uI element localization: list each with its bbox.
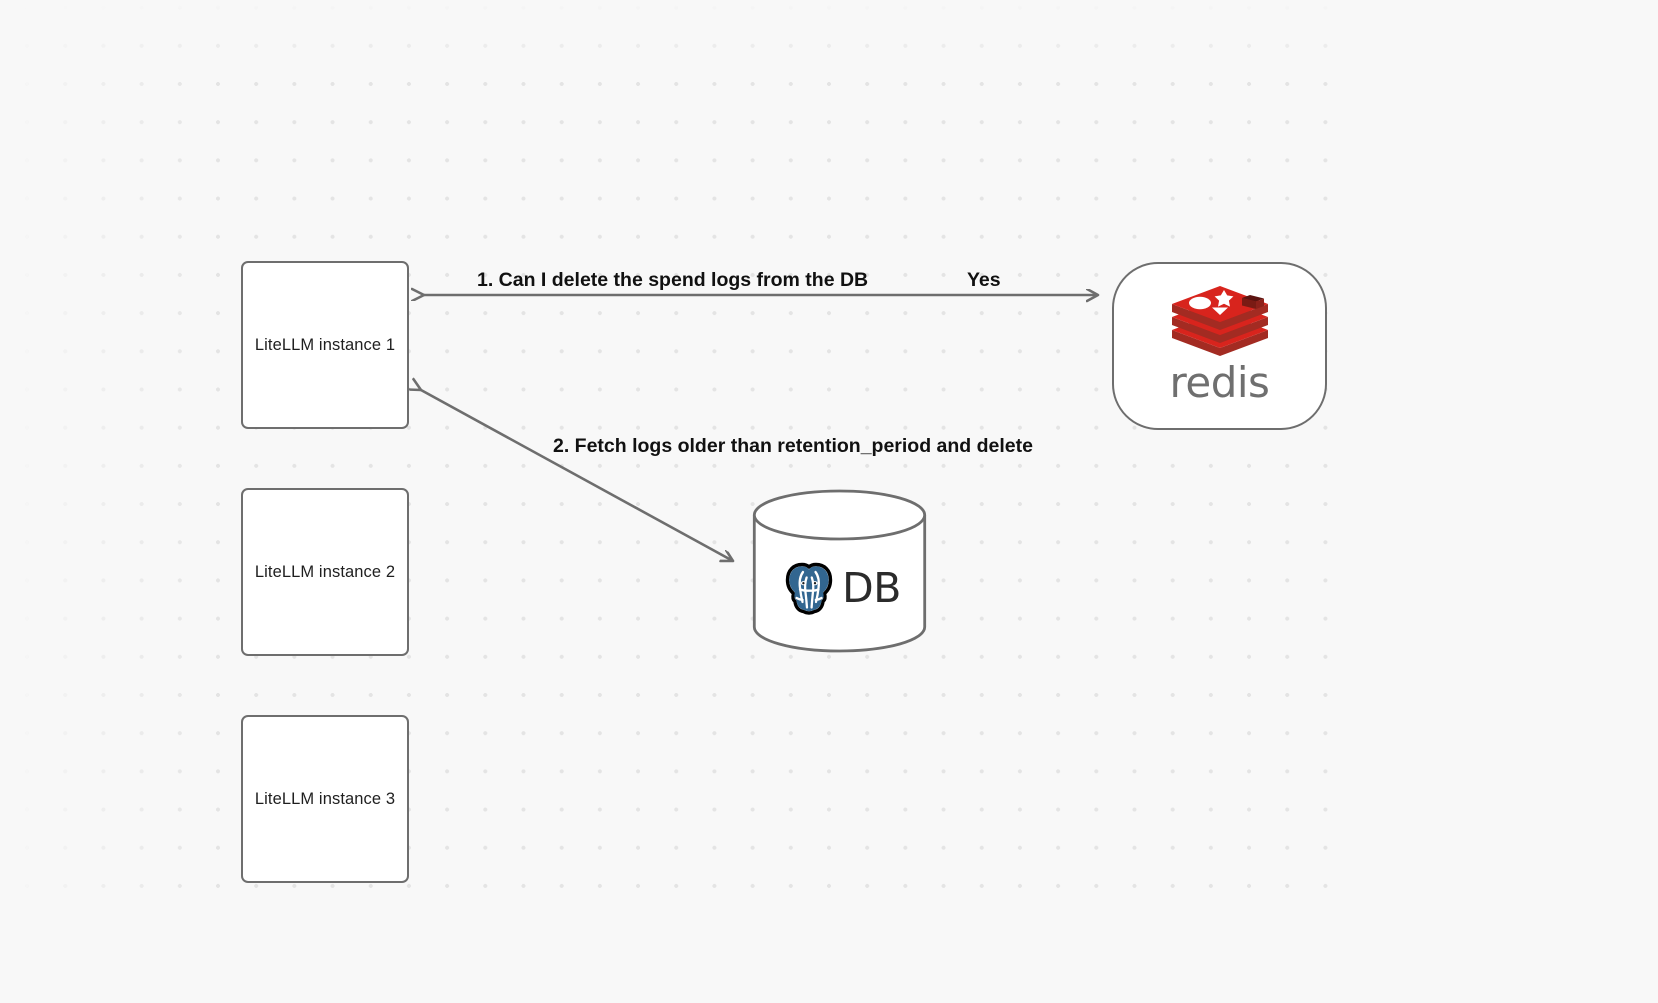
db-label: DB [842, 563, 901, 612]
node-db[interactable]: DB [752, 489, 927, 653]
node-litellm-instance-3[interactable]: LiteLLM instance 3 [241, 715, 409, 883]
node-label: LiteLLM instance 3 [254, 789, 396, 808]
redis-logo-icon [1171, 286, 1268, 356]
node-litellm-instance-1[interactable]: LiteLLM instance 1 [241, 261, 409, 429]
node-litellm-instance-2[interactable]: LiteLLM instance 2 [241, 488, 409, 656]
edge-label-yes: Yes [967, 269, 1001, 291]
node-label: LiteLLM instance 2 [254, 562, 396, 581]
node-redis[interactable]: redis [1112, 262, 1327, 430]
cylinder-shape [752, 489, 927, 653]
redis-wordmark: redis [1169, 358, 1270, 407]
node-label: LiteLLM instance 1 [254, 335, 396, 354]
edge-litellm1-db [421, 390, 733, 561]
edge-label-step-2: 2. Fetch logs older than retention_perio… [553, 435, 1033, 457]
postgresql-elephant-icon [785, 562, 833, 615]
redis-logo: redis [1168, 284, 1272, 404]
edge-label-step-1: 1. Can I delete the spend logs from the … [477, 269, 869, 291]
